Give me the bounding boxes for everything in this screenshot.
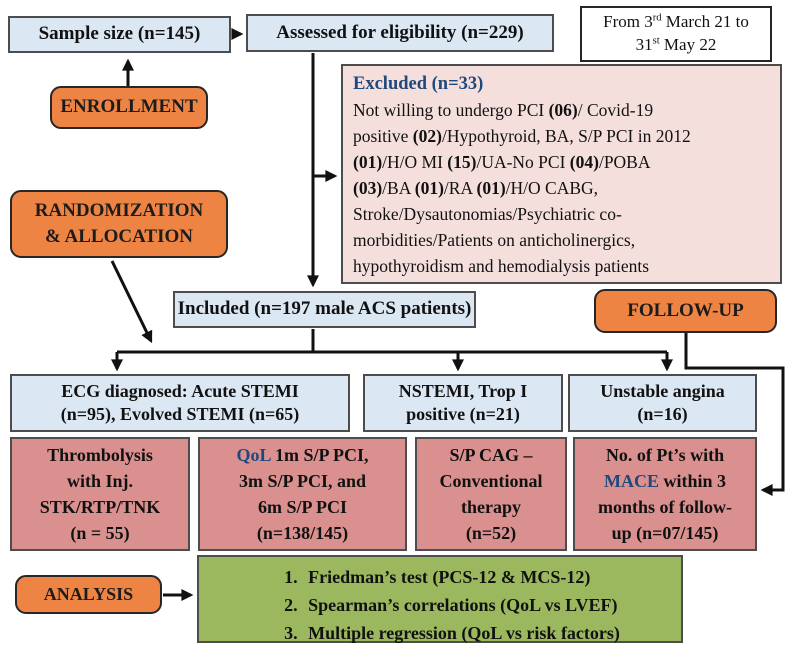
- stage-analysis: ANALYSIS: [15, 575, 162, 614]
- excluded-title: Excluded (n=33): [353, 74, 484, 94]
- stage-followup-label: FOLLOW-UP: [627, 299, 744, 321]
- analysis-methods-list: Friedman’s test (PCS-12 & MCS-12) Spearm…: [260, 563, 620, 647]
- unstable-angina-box: Unstable angina(n=16): [568, 374, 757, 432]
- included-box: Included (n=197 male ACS patients): [173, 291, 476, 328]
- analysis-methods-box: Friedman’s test (PCS-12 & MCS-12) Spearm…: [197, 555, 683, 643]
- arrow-randomization-diagonal: [110, 260, 153, 344]
- analysis-method-item: Multiple regression (QoL vs risk factors…: [302, 619, 620, 647]
- excluded-body: Not willing to undergo PCI (06)/ Covid-1…: [353, 100, 691, 276]
- stage-enrollment: ENROLLMENT: [50, 86, 208, 129]
- analysis-method-item: Friedman’s test (PCS-12 & MCS-12): [302, 563, 620, 591]
- sample-size-label: Sample size (n=145): [38, 23, 201, 45]
- sample-size-box: Sample size (n=145): [8, 16, 231, 53]
- included-label: Included (n=197 male ACS patients): [177, 298, 472, 320]
- unstable-angina-label: Unstable angina(n=16): [600, 380, 725, 424]
- stage-enrollment-label: ENROLLMENT: [60, 96, 198, 118]
- assessed-eligibility-label: Assessed for eligibility (n=229): [276, 21, 524, 43]
- ecg-stemi-label: ECG diagnosed: Acute STEMI(n=95), Evolve…: [60, 380, 300, 424]
- analysis-method-item: Spearman’s correlations (QoL vs LVEF): [302, 591, 620, 619]
- stage-randomization-label: RANDOMIZATION& ALLOCATION: [34, 200, 204, 247]
- stage-analysis-label: ANALYSIS: [43, 583, 134, 604]
- stage-followup: FOLLOW-UP: [594, 289, 777, 333]
- excluded-box: Excluded (n=33) Not willing to undergo P…: [341, 64, 782, 284]
- stage-randomization-allocation: RANDOMIZATION& ALLOCATION: [10, 190, 228, 258]
- ecg-stemi-box: ECG diagnosed: Acute STEMI(n=95), Evolve…: [10, 374, 350, 432]
- assessed-eligibility-box: Assessed for eligibility (n=229): [246, 14, 554, 52]
